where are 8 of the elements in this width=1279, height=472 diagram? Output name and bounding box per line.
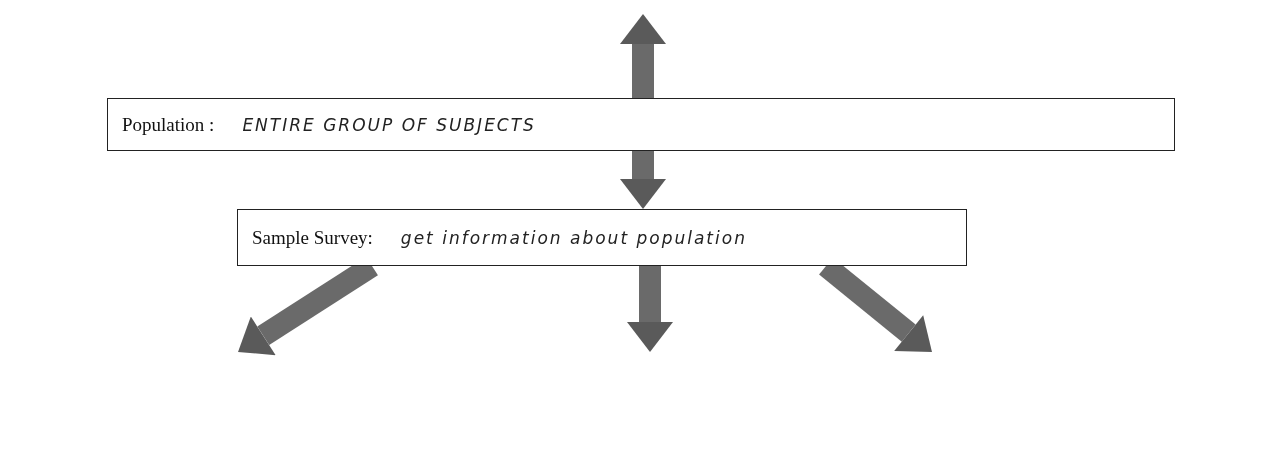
text-box bbox=[237, 209, 967, 266]
handwritten-definition: ENTIRE GROUP OF SUBJECTS bbox=[242, 114, 536, 135]
handwritten-definition: get information about population bbox=[400, 227, 747, 248]
text-box bbox=[107, 98, 1175, 151]
term-label: Population : bbox=[122, 113, 215, 136]
block-arrow bbox=[627, 266, 673, 352]
term-label: Sample Survey: bbox=[252, 226, 373, 249]
block-arrow bbox=[620, 151, 666, 209]
